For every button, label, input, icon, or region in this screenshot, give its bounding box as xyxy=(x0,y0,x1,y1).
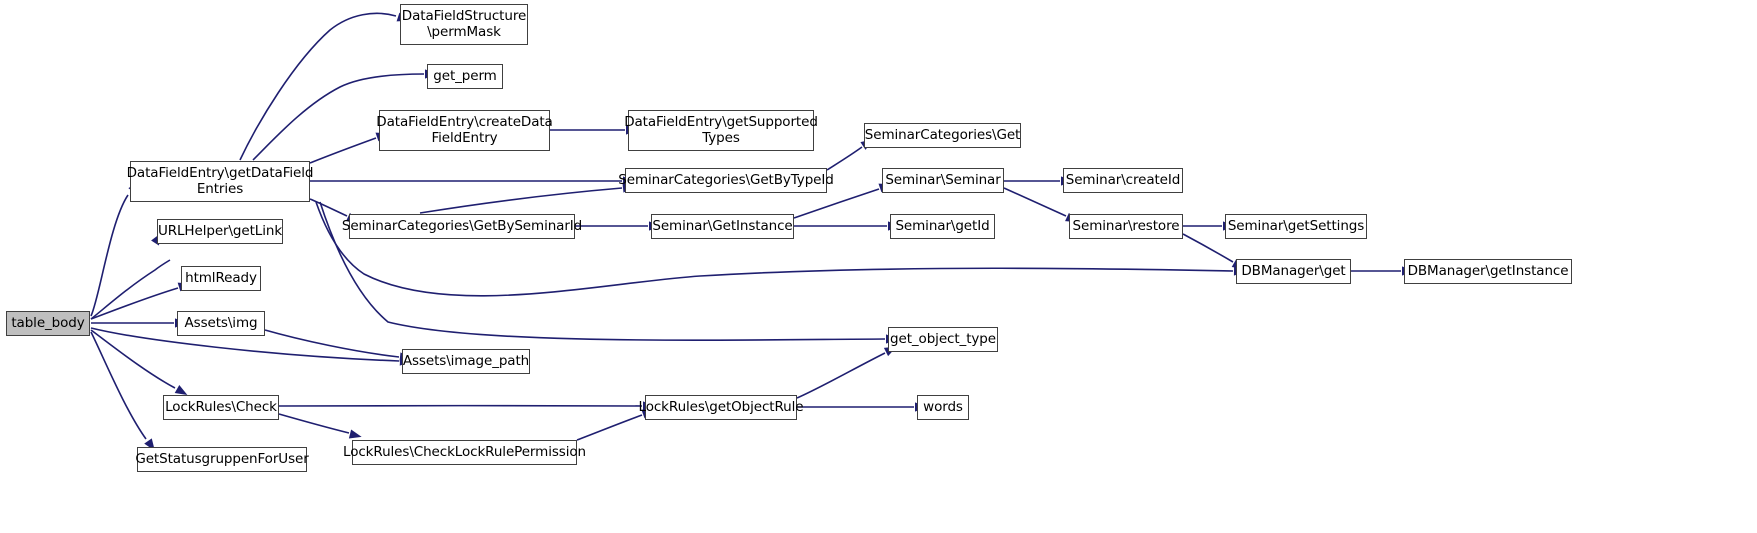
edge-Seminar_GetInstance-Seminar_Seminar xyxy=(793,188,880,219)
edge-table_body-LockRules_Check xyxy=(90,329,176,389)
edge-LockRules_getObjectRule-get_object_type xyxy=(796,352,886,399)
edge-DataFieldEntry_getDataFieldEntries-DataFieldEntry_createDataFieldEntry xyxy=(309,137,377,164)
graph-node-LockRules_getObjectRule[interactable]: LockRules\getObjectRule xyxy=(639,395,804,420)
graph-node-htmlReady[interactable]: htmlReady xyxy=(181,266,261,291)
graph-node-Assets_image_path[interactable]: Assets\image_path xyxy=(402,349,530,374)
graph-node-URLHelper_getLink[interactable]: URLHelper\getLink xyxy=(157,219,283,244)
graph-node-Assets_img[interactable]: Assets\img xyxy=(177,311,265,336)
graph-node-Seminar_createId[interactable]: Seminar\createId xyxy=(1063,168,1183,193)
graph-node-Seminar_restore[interactable]: Seminar\restore xyxy=(1069,214,1183,239)
edge-table_body-URLHelper_getLink xyxy=(90,259,171,320)
edge-Assets_img-Assets_image_path xyxy=(264,329,400,358)
edge-SeminarCategories_GetByTypeId-SeminarCategories_Get xyxy=(826,146,863,171)
edge-LockRules_CheckLockRulePermission-LockRules_getObjectRule xyxy=(576,414,643,441)
edge-DataFieldEntry_getDataFieldEntries-SeminarCategories_GetBySeminarId xyxy=(309,198,348,217)
graph-node-DBManager_get[interactable]: DBManager\get xyxy=(1236,259,1351,284)
edge-DataFieldEntry_getDataFieldEntries-DataFieldStructure_permMask xyxy=(239,12,397,161)
graph-node-DataFieldEntry_getDataFieldEntries[interactable]: DataFieldEntry\getDataField Entries xyxy=(127,161,313,202)
graph-node-LockRules_Check[interactable]: LockRules\Check xyxy=(163,395,279,420)
graph-node-words[interactable]: words xyxy=(917,395,969,420)
graph-node-Seminar_Seminar[interactable]: Seminar\Seminar xyxy=(882,168,1004,193)
graph-node-get_perm[interactable]: get_perm xyxy=(427,64,503,89)
graph-node-SeminarCategories_GetBySeminarId[interactable]: SeminarCategories\GetBySeminarId xyxy=(342,214,582,239)
graph-node-Seminar_GetInstance[interactable]: Seminar\GetInstance xyxy=(651,214,794,239)
graph-node-get_object_type[interactable]: get_object_type xyxy=(888,327,998,352)
graph-node-SeminarCategories_GetByTypeId[interactable]: SeminarCategories\GetByTypeId xyxy=(618,168,834,193)
graph-node-DBManager_getInstance[interactable]: DBManager\getInstance xyxy=(1404,259,1572,284)
graph-node-GetStatusgruppenForUser[interactable]: GetStatusgruppenForUser xyxy=(135,447,309,472)
graph-node-DataFieldStructure_permMask[interactable]: DataFieldStructure \permMask xyxy=(400,4,528,45)
edge-table_body-GetStatusgruppenForUser xyxy=(90,331,147,440)
edge-SeminarCategories_GetBySeminarId-SeminarCategories_GetByTypeId xyxy=(419,187,623,214)
graph-node-Seminar_getSettings[interactable]: Seminar\getSettings xyxy=(1225,214,1367,239)
graph-node-SeminarCategories_Get[interactable]: SeminarCategories\Get xyxy=(864,123,1021,148)
edge-Seminar_Seminar-Seminar_restore xyxy=(1003,187,1067,217)
edge-table_body-DataFieldEntry_getDataFieldEntries xyxy=(90,194,129,317)
graph-node-DataFieldEntry_getSupportedTypes[interactable]: DataFieldEntry\getSupported Types xyxy=(624,110,818,151)
edge-table_body-htmlReady xyxy=(90,287,179,320)
edge-LockRules_Check-LockRules_CheckLockRulePermission xyxy=(278,413,350,434)
graph-node-DataFieldEntry_createDataFieldEntry[interactable]: DataFieldEntry\createData FieldEntry xyxy=(376,110,553,151)
graph-node-table_body[interactable]: table_body xyxy=(6,311,90,336)
graph-node-Seminar_getId[interactable]: Seminar\getId xyxy=(890,214,995,239)
graph-node-LockRules_CheckLockRulePermission[interactable]: LockRules\CheckLockRulePermission xyxy=(343,440,586,465)
